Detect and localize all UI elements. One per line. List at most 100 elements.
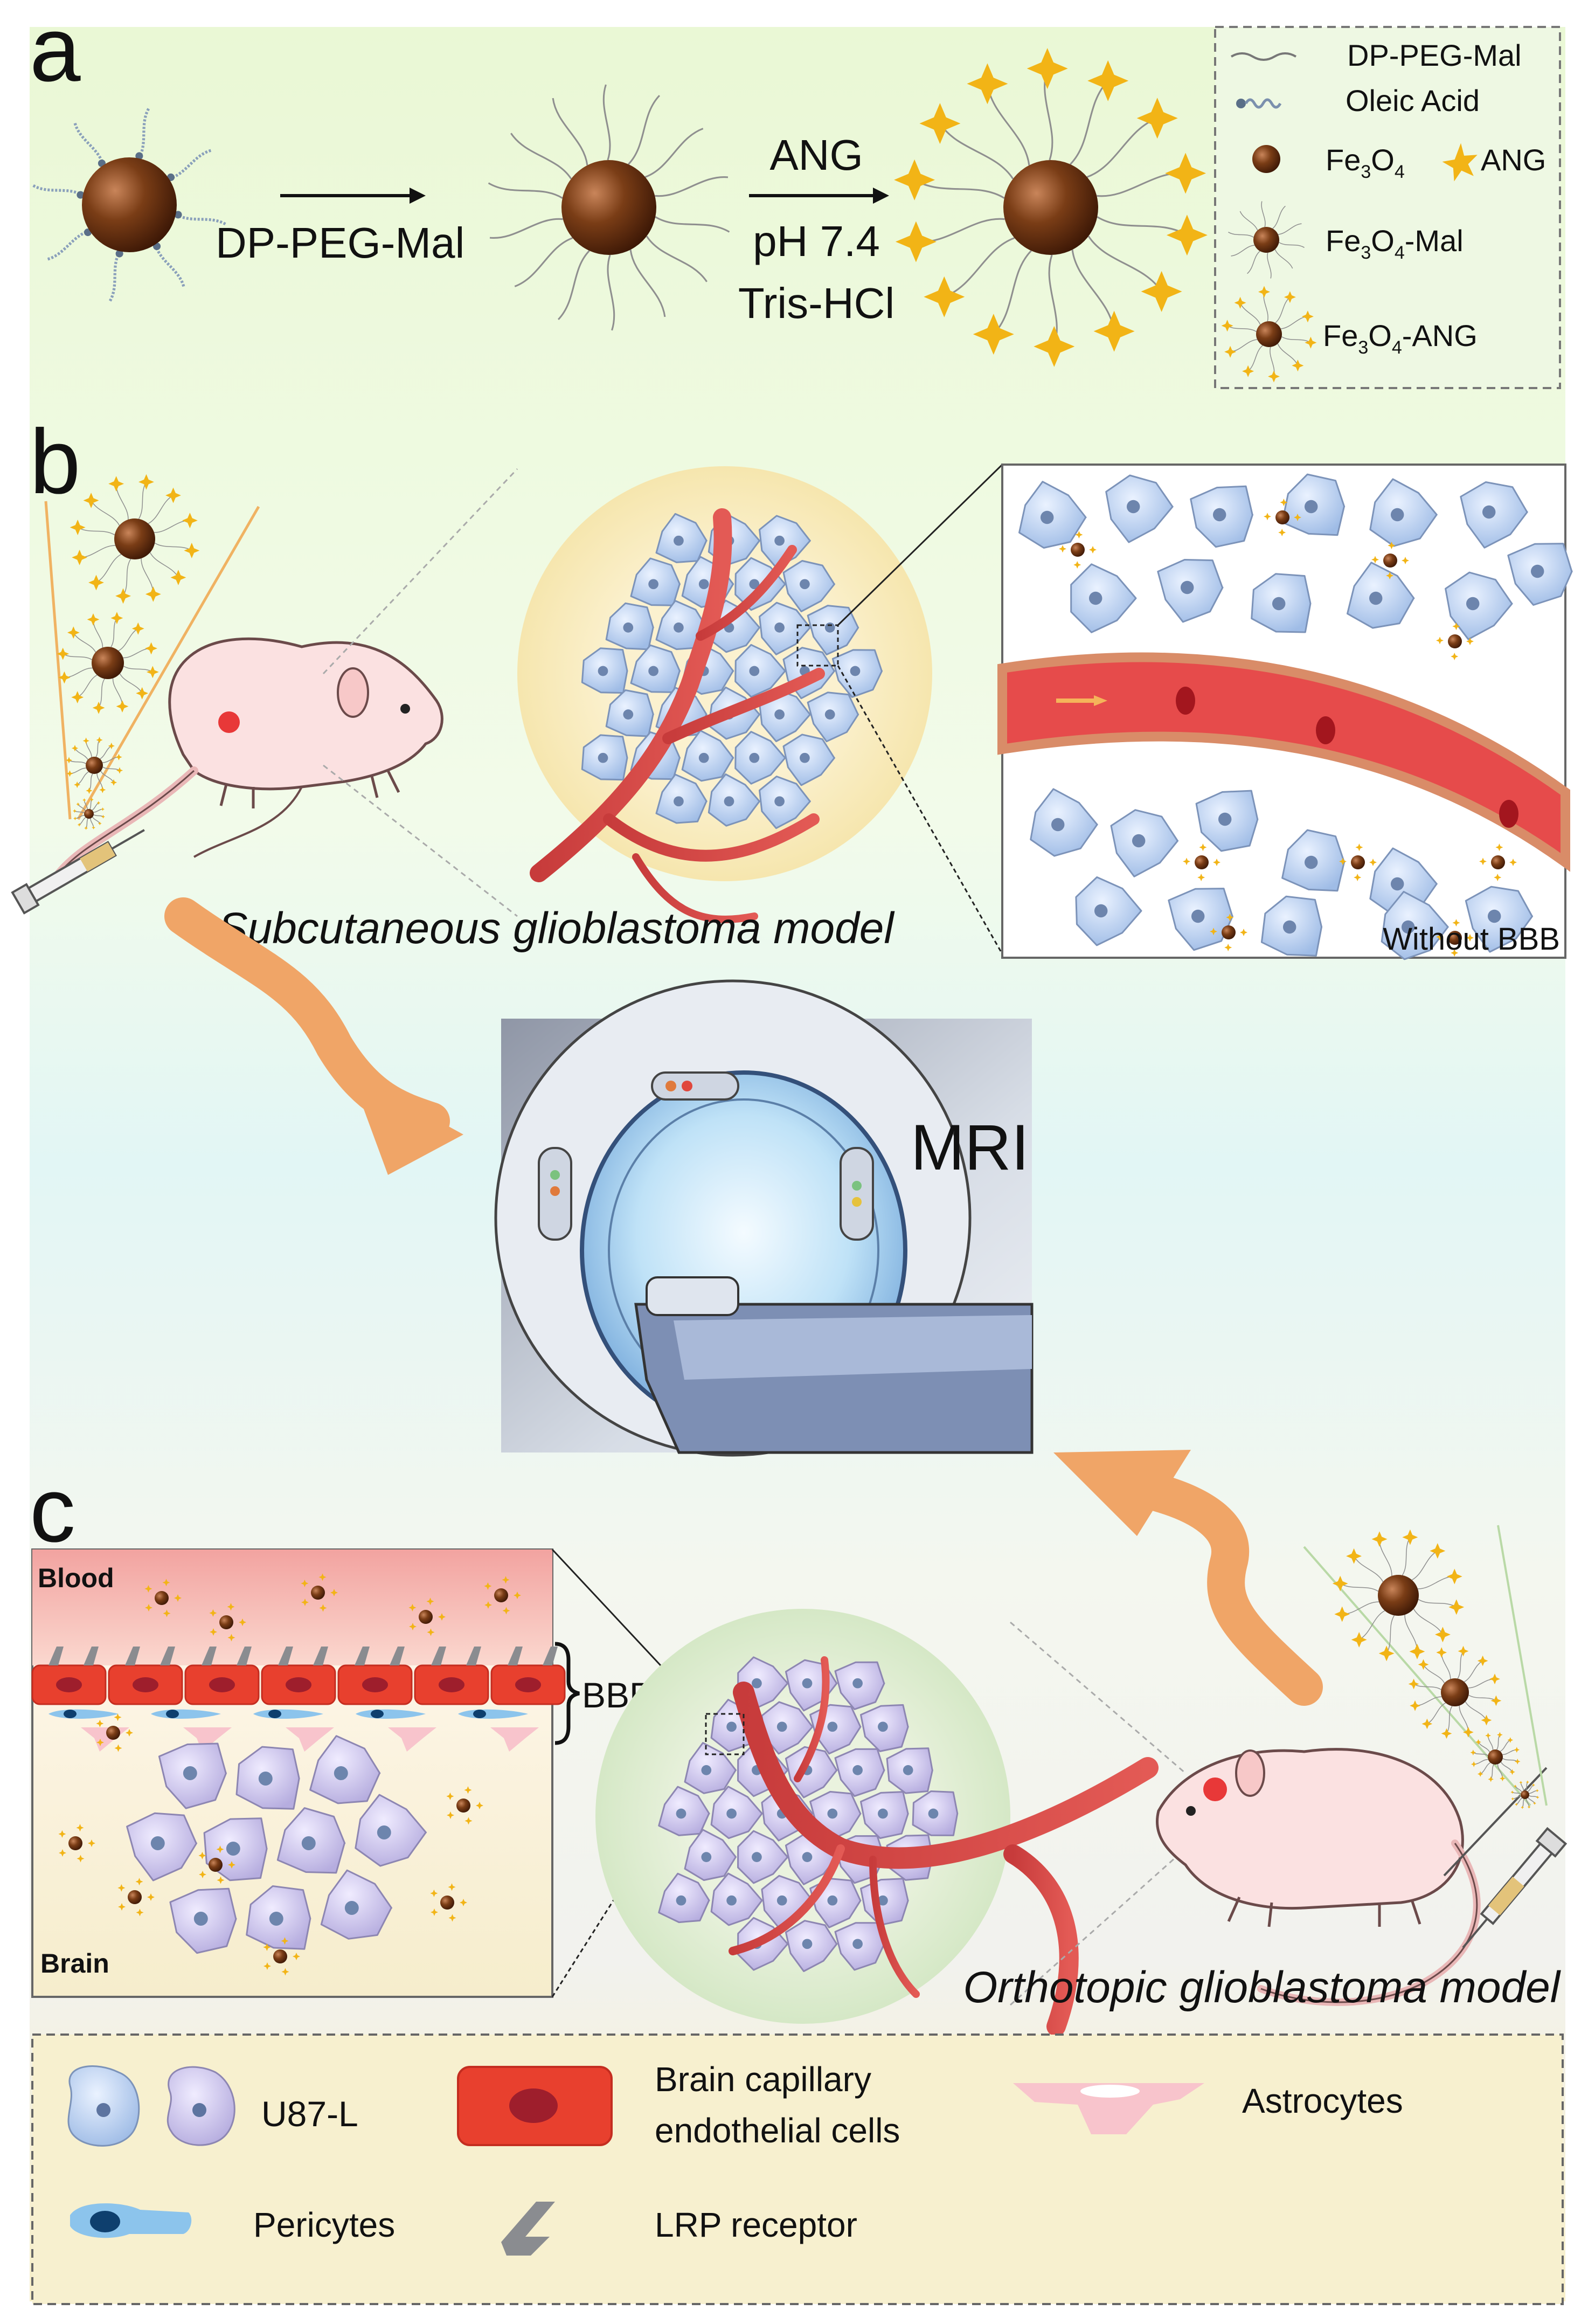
ang-star — [409, 1623, 417, 1630]
injected-nanoparticles-c — [1332, 1529, 1539, 1809]
ang-star — [1141, 271, 1182, 312]
ang-star — [1221, 320, 1233, 332]
arrow2-label-top: ANG — [769, 131, 863, 179]
subcutaneous-model-label: Subcutaneous glioblastoma model — [218, 904, 895, 953]
ang-star — [1292, 359, 1304, 372]
ang-star — [1514, 1747, 1520, 1753]
lrp-receptor — [431, 1647, 446, 1665]
ang-star — [1451, 653, 1459, 660]
ang-star — [96, 1719, 104, 1727]
tumor-cell — [734, 731, 786, 785]
ang-star — [210, 1628, 217, 1636]
ang-star — [431, 1908, 438, 1916]
inset-without-bbb: Without BBB — [997, 464, 1573, 960]
ang-star — [144, 1585, 152, 1593]
ang-star — [1479, 857, 1487, 866]
nanoparticle — [1448, 931, 1462, 945]
ang-star — [115, 753, 122, 760]
ang-star — [1531, 1783, 1535, 1787]
ang-star — [117, 1884, 126, 1892]
ang-star — [92, 701, 105, 714]
ang-star — [1462, 1727, 1474, 1738]
blood-label: Blood — [38, 1563, 114, 1593]
lrp-receptor — [313, 1647, 328, 1665]
syringe-b — [11, 829, 145, 915]
ang-star — [198, 1851, 206, 1859]
peg-chain-icon — [1230, 52, 1297, 61]
tumor-cells-b — [581, 513, 883, 829]
mouse-orthotopic — [1155, 1748, 1481, 2006]
ang-star — [92, 826, 95, 829]
ang-star — [894, 159, 935, 200]
ang-star — [239, 1618, 246, 1626]
ang-star — [1075, 531, 1083, 539]
ang-star — [924, 276, 965, 317]
arrow1-label: DP-PEG-Mal — [216, 219, 464, 267]
ang-star — [67, 626, 80, 639]
ang-star — [1509, 1769, 1515, 1775]
nanoparticle — [1351, 855, 1365, 869]
inset-bbb: Blood Brain — [31, 1548, 566, 1998]
ang-star — [82, 798, 86, 802]
mouse-subcutaneous — [55, 637, 443, 877]
lrp-receptor-icon — [501, 2202, 555, 2256]
fe3o4-core — [1253, 227, 1279, 253]
ang-star — [66, 770, 73, 777]
ang-star — [165, 487, 181, 503]
ang-star — [1511, 1797, 1515, 1801]
ang-star — [227, 1634, 235, 1642]
ang-star — [430, 1889, 438, 1897]
fe3o4-core-icon — [1252, 145, 1280, 173]
ang-star — [1226, 914, 1234, 922]
ang-star — [1481, 1714, 1492, 1726]
bbb-brace — [554, 1642, 580, 1745]
fe3o4-core — [1003, 160, 1098, 255]
blood-vessel-inset-b — [997, 652, 1570, 872]
nanoparticle — [1195, 855, 1209, 869]
fe3o4-core — [1256, 321, 1282, 347]
ang-star — [1466, 934, 1474, 942]
ang-star — [59, 1849, 66, 1857]
ang-star — [1485, 1732, 1491, 1739]
mri-scanner: MRI — [494, 979, 1034, 1457]
legend-astrocytes: Astrocytes — [1242, 2081, 1403, 2120]
ang-star — [1224, 944, 1232, 951]
ang-star — [1369, 859, 1377, 866]
fe3o4-ang-particle — [894, 48, 1208, 367]
ang-star — [1470, 1749, 1476, 1755]
ang-star — [114, 1713, 122, 1721]
ang-star — [1264, 513, 1271, 521]
fe3o4-core — [1521, 1790, 1529, 1799]
tumor-cell — [759, 776, 811, 829]
ang-star — [1136, 98, 1178, 139]
ang-star — [209, 1609, 217, 1617]
ang-star — [1525, 1780, 1529, 1784]
ang-star — [464, 1817, 473, 1825]
ang-star — [1500, 1775, 1506, 1782]
ang-star — [58, 671, 71, 684]
ang-star — [281, 1968, 289, 1976]
panel-a-legend: DP-PEG-Mal Oleic Acid Fe3O4 ANG Fe3O4-Ma… — [1214, 26, 1561, 389]
ang-star — [135, 1878, 143, 1886]
ang-star — [1278, 529, 1286, 536]
ang-star — [476, 1802, 483, 1809]
lrp-receptor — [466, 1647, 481, 1665]
ang-star — [1073, 561, 1081, 569]
nanoparticle — [219, 1615, 233, 1629]
lrp-receptor — [160, 1647, 175, 1665]
ang-star — [136, 1908, 144, 1917]
ang-star — [174, 1594, 182, 1602]
tumor-cell — [710, 1872, 763, 1926]
ang-star — [1490, 1695, 1502, 1706]
ang-star — [131, 622, 144, 635]
ang-star — [76, 1824, 84, 1832]
tumor-cell — [708, 773, 760, 827]
ang-star — [162, 1579, 170, 1587]
ang-star — [116, 700, 129, 713]
legend-u87: U87-L — [261, 2094, 358, 2134]
ang-star — [1234, 296, 1246, 309]
fe3o4-mal-icon — [1228, 201, 1305, 279]
fe3o4-mal-particle — [488, 84, 730, 331]
ang-star — [1093, 310, 1135, 352]
ang-star — [1510, 1790, 1514, 1794]
